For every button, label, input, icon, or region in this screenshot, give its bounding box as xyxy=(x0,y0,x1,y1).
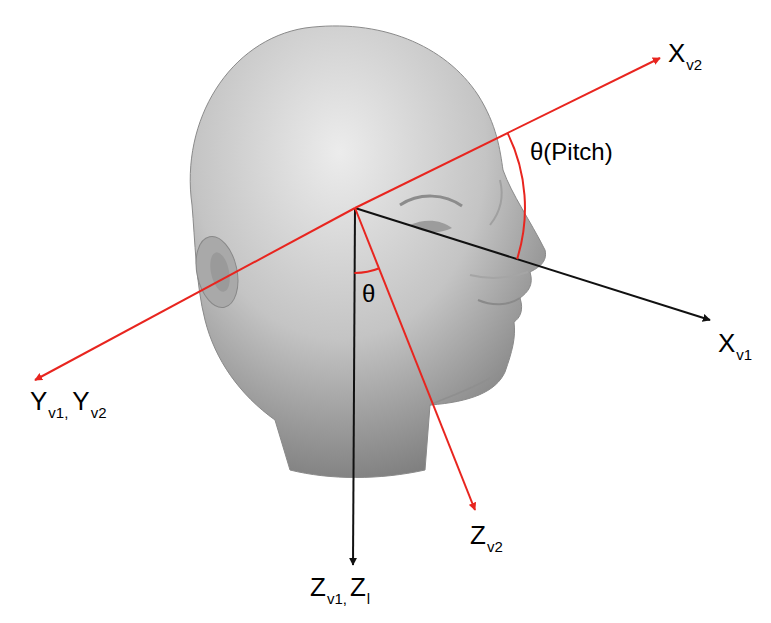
axis-subscript: v1, xyxy=(327,591,347,606)
y-axis xyxy=(35,208,355,380)
eyebrow xyxy=(400,196,462,206)
z-v1-axis xyxy=(353,208,355,565)
axis-subscript: v1 xyxy=(736,347,752,362)
ear-inner xyxy=(207,251,233,294)
x-v1-axis xyxy=(355,208,710,320)
pitch-arc xyxy=(508,133,525,259)
axis-letter: Z xyxy=(470,522,486,548)
axis-letter: Z xyxy=(310,574,326,600)
eye-far xyxy=(490,180,502,225)
angle-label: θ xyxy=(362,282,375,306)
axis-letter: X xyxy=(718,330,735,356)
nose-line xyxy=(470,272,528,278)
axis-letter: Y xyxy=(30,388,47,414)
axis-letter: Z xyxy=(350,574,366,600)
axis-subscript: v2 xyxy=(91,405,107,420)
axis-subscript: l xyxy=(367,591,370,606)
angle-label: θ(Pitch) xyxy=(530,140,613,164)
axis-subscript: v1, xyxy=(48,405,68,420)
theta-arc xyxy=(354,268,379,273)
mouth xyxy=(478,298,520,304)
z-v2-axis xyxy=(355,208,475,510)
axis-subscript: v2 xyxy=(487,539,503,554)
jaw-line xyxy=(430,378,490,405)
axis-subscript: v2 xyxy=(686,57,702,72)
axis-letter: Y xyxy=(72,388,89,414)
axis-letter: X xyxy=(668,40,685,66)
